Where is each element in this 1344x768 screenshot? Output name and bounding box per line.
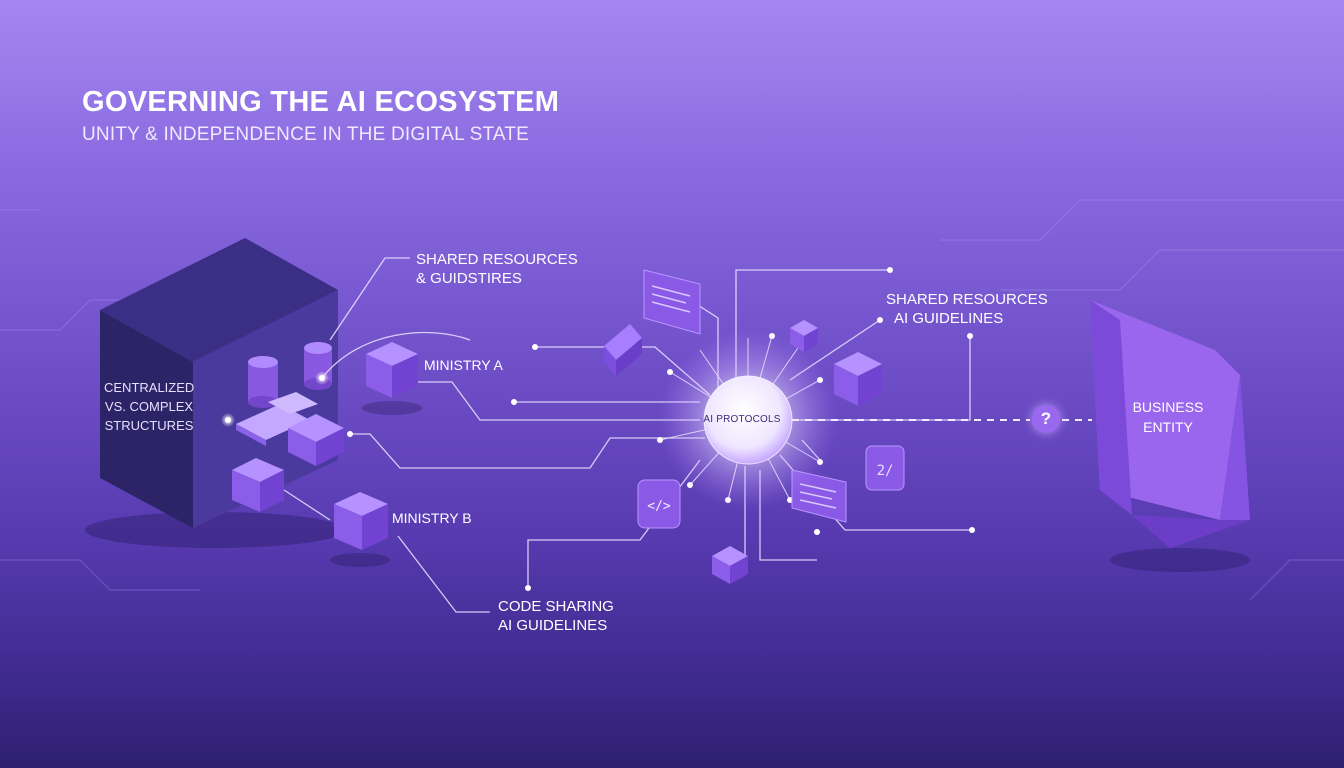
label-line: CODE SHARING [498,598,614,615]
cube-bottom [712,546,748,584]
code-sharing-label: CODE SHARING AI GUIDELINES [498,597,614,635]
cube-left-floating [604,324,642,376]
label-line: SHARED RESOURCES [886,291,1048,308]
ai-protocols-hub [658,330,838,510]
code-panel-right: 2/ [865,445,905,491]
business-entity-shape [1090,300,1250,572]
cube-right-mid [834,352,882,406]
label-line: SHARED RESOURCES [416,251,578,268]
business-line: ENTITY [1143,419,1193,435]
label-line: & GUIDSTIRES [416,270,522,287]
label-line: AI GUIDELINES [498,617,608,634]
hub-label: AI PROTOCOLS [703,414,781,425]
circuit-background [0,199,1344,601]
code-icon: </> [637,479,681,529]
ministry-a-cube [362,342,422,415]
page-title: GOVERNING THE AI ECOSYSTEM [82,86,560,118]
box-contents [232,342,344,512]
ministry-b-cube [330,492,390,567]
business-line: BUSINESS [1132,399,1204,415]
central-box-label: CENTRALIZED VS. COMPLEX STRUCTURES [104,378,194,435]
svg-text:2/: 2/ [877,463,894,479]
central-structure-box [85,238,345,548]
central-box-line: STRUCTURES [104,418,194,433]
ministry-a-label: MINISTRY A [424,357,503,373]
document-panel-top [643,269,701,335]
page-subtitle: UNITY & INDEPENDENCE IN THE DIGITAL STAT… [82,124,530,145]
label-line: AI GUIDELINES [894,310,1004,327]
shared-resources-right-label: SHARED RESOURCES AI GUIDELINES [886,290,1048,328]
ministry-b-label: MINISTRY B [392,510,472,526]
shared-resources-left-label: SHARED RESOURCES & GUIDSTIRES [416,250,578,288]
business-entity-label: BUSINESS ENTITY [1118,397,1218,437]
question-badge: ? [1032,405,1060,433]
svg-text:</>: </> [647,499,671,514]
central-box-line: CENTRALIZED [104,380,195,395]
central-box-line: VS. COMPLEX [104,399,194,414]
